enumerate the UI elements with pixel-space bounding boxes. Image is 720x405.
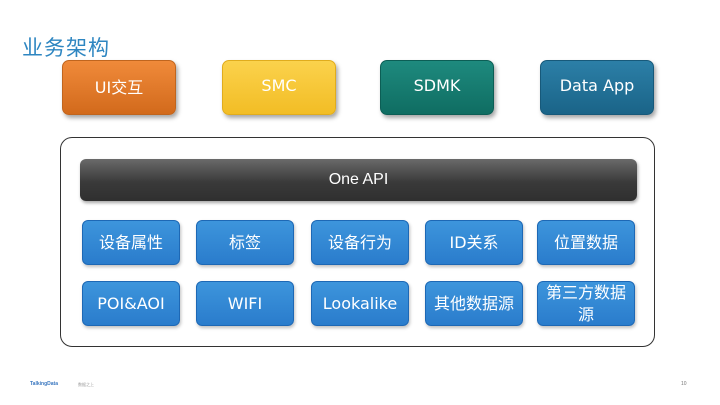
module-device-attributes: 设备属性 xyxy=(82,220,180,265)
sdmk-label: SDMK xyxy=(413,76,461,95)
sdmk-box: SDMK xyxy=(380,60,494,115)
module-lookalike: Lookalike xyxy=(311,281,409,326)
module-location-data: 位置数据 xyxy=(537,220,635,265)
data-app-box: Data App xyxy=(540,60,654,115)
page-number: 10 xyxy=(681,381,687,387)
footer-logo: TalkingData xyxy=(30,381,58,387)
data-app-label: Data App xyxy=(559,76,635,95)
module-tags: 标签 xyxy=(196,220,294,265)
slide-title: 业务架构 xyxy=(22,36,110,60)
module-other-data-sources: 其他数据源 xyxy=(425,281,523,326)
smc-label: SMC xyxy=(261,76,297,95)
module-id-relations: ID关系 xyxy=(425,220,523,265)
ui-interaction-label: UI交互 xyxy=(94,77,144,97)
ui-interaction-box: UI交互 xyxy=(62,60,176,115)
one-api-bar: One API xyxy=(80,159,637,201)
smc-box: SMC xyxy=(222,60,336,115)
module-poi-aoi: POI&AOI xyxy=(82,281,180,326)
module-wifi: WIFI xyxy=(196,281,294,326)
module-device-behavior: 设备行为 xyxy=(311,220,409,265)
module-third-party-data-sources: 第三方数据源 xyxy=(537,281,635,326)
footer-subtitle: 数据之上 xyxy=(78,382,94,387)
